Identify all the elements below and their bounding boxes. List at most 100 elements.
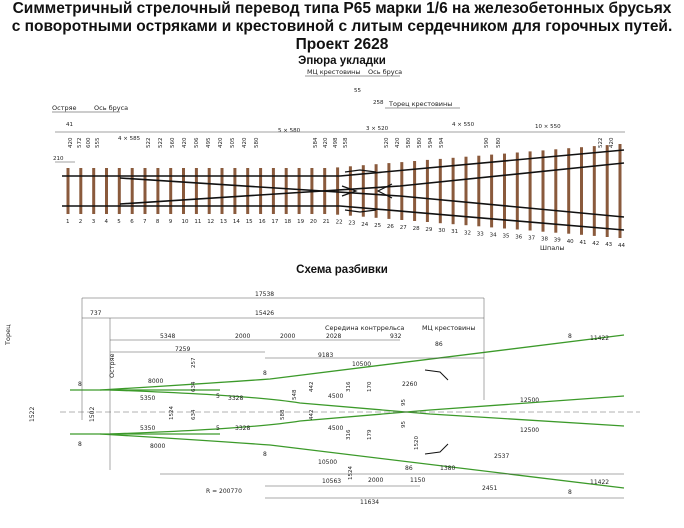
sleeper [297,168,301,214]
tick-label: 580 [406,137,412,148]
tick-label: 594 [428,137,434,148]
tick-label: 584 [313,137,319,148]
tick-label: 522 [598,138,604,149]
sleeper-number: 38 [541,237,548,243]
dim-2260: 2260 [402,381,417,388]
guard-rail-upper-scheme [424,369,449,381]
tick-label: 505 [230,137,236,148]
label-guard-center: Середина контррельса [325,324,404,332]
title-line-2: с поворотными остряками и крестовиной с … [11,18,673,35]
dim-4500a: 4500 [328,393,343,400]
dim-8000a: 8000 [148,378,163,385]
dim-5348: 5348 [160,333,175,340]
sleeper-number: 12 [207,219,214,225]
tick-label: 555 [95,137,101,148]
sleeper-number: 14 [233,219,240,225]
sleeper [169,168,173,214]
dim-5350b: 5350 [140,425,155,432]
dim-1524a: 1524 [169,406,175,420]
dim-932: 932 [390,333,402,340]
mark-8-left-upper: 8 [78,381,82,388]
dim-170: 170 [367,381,373,392]
sleeper [336,167,340,215]
sleeper-number: 23 [348,221,355,227]
mark-8-mid-upper: 8 [263,370,267,377]
tick-label: 594 [439,137,445,148]
sleeper [528,151,532,231]
track-upper-outer [99,334,625,391]
dim-3328b: 3328 [235,425,250,432]
dim-4x550: 4 × 550 [452,122,475,128]
label-tie-axis-right: Ось бруса [368,68,402,76]
dim-2028: 2028 [326,333,341,340]
track-lower-outer [99,433,625,489]
title-line-1: Симметричный стрелочный перевод типа Р65… [12,0,672,17]
scheme-dim-lines [81,297,624,499]
track-closure-1 [109,389,625,427]
sleeper-number: 34 [490,232,497,238]
dim-588: 588 [280,409,286,420]
dim-634b: 634 [191,409,197,420]
dim-5x580: 5 × 580 [278,128,301,134]
dim-8000b: 8000 [150,443,165,450]
sleeper [592,146,596,236]
label-point: Остряе [52,104,77,112]
dim-316a: 316 [346,381,352,392]
dim-55: 55 [354,88,361,94]
dim-7259: 7259 [175,346,190,353]
dim-316b: 316 [346,429,352,440]
dim-10x550: 10 × 550 [535,124,561,130]
dim-11634: 11634 [360,499,379,506]
sleeper-number: 27 [400,225,407,231]
tick-label: 498 [333,137,339,148]
dim-634a: 634 [191,381,197,392]
scheme: Торец Остряе Середина контррельса МЦ кре… [4,291,640,506]
layout-plan-title: Эпюра укладки [298,55,386,67]
tick-label: 420 [395,137,401,148]
track-closure-2 [109,395,625,435]
sleeper-number: 33 [477,231,484,237]
sleeper-number: 24 [361,222,368,228]
dim-2451: 2451 [482,485,497,492]
sleeper [425,159,429,222]
dim-12500b: 12500 [520,427,539,434]
sleeper-number: 44 [618,243,625,249]
tick-label: 506 [194,137,200,148]
dim-4x585: 4 × 585 [118,136,141,142]
tick-label: 558 [343,137,349,148]
sleeper-number: 28 [413,226,420,232]
tick-label: 522 [158,138,164,149]
sleeper [515,152,519,230]
sleeper [477,155,481,227]
dim-17538: 17538 [255,291,274,298]
guard-rails [341,169,393,213]
rails-straight [62,149,625,231]
dim-3x520: 3 × 520 [366,126,389,132]
guard-rail-lower-scheme [424,443,449,455]
sleeper-number: 2 [79,219,83,225]
sleeper-number: 3 [92,219,96,225]
sleeper-number: 17 [271,219,278,225]
sleeper [348,166,352,216]
dim-86a: 86 [435,341,443,348]
rail-branch-down-outer [339,205,625,231]
sleeper-number: 10 [182,219,189,225]
tick-label: 495 [206,137,212,148]
sleeper-number: 43 [605,242,612,248]
tick-label: 580 [417,137,423,148]
dim-210: 210 [53,156,64,162]
mark-8-left-lower: 8 [78,441,82,448]
sleeper [105,168,108,214]
sleeper-number: 35 [503,233,510,239]
mark-5-lower: 5 [216,425,220,432]
sleeper [92,168,96,214]
sleeper [271,168,275,214]
sleeper [361,165,365,217]
dim-548: 548 [292,389,298,400]
guard-rail-lower [344,209,377,213]
dim-41: 41 [66,122,73,128]
sleeper [259,168,263,214]
dim-10500a: 10500 [352,361,371,368]
dim-5350a: 5350 [140,395,155,402]
